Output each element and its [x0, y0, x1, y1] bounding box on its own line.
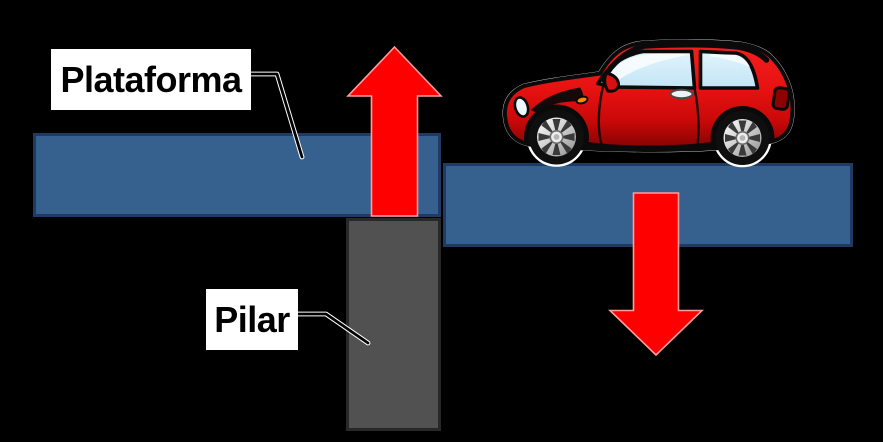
- pillar-label: Pilar: [206, 289, 298, 350]
- pillar: [346, 218, 441, 431]
- platform-label: Plataforma: [51, 49, 251, 110]
- platform-label-text: Plataforma: [60, 58, 242, 100]
- rear-wheel: [715, 111, 770, 165]
- front-wheel: [529, 109, 584, 165]
- pillar-label-text: Pilar: [214, 298, 290, 340]
